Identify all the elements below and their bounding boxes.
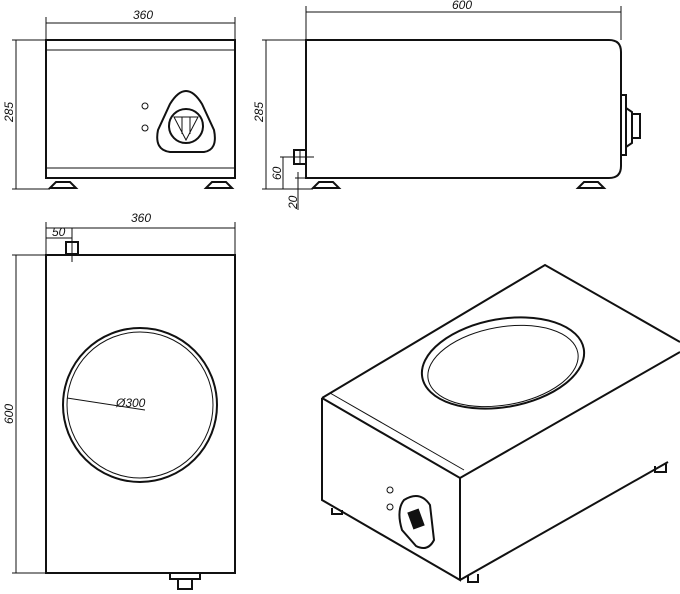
iso-front-face <box>321 398 461 582</box>
foot-icon <box>467 574 479 583</box>
front-width-dimension: 360 <box>133 8 153 22</box>
side-length-dimension: 600 <box>452 0 472 12</box>
side-height-dimension: 285 <box>252 102 266 123</box>
front-body <box>45 39 236 179</box>
foot-icon <box>575 181 607 189</box>
iso-top-front-edges <box>321 351 680 480</box>
side-body <box>305 39 622 179</box>
front-view: 360 285 <box>2 8 236 190</box>
heating-well-inner <box>66 331 214 479</box>
top-body <box>45 254 236 574</box>
connector-height-dimension: 60 <box>270 166 284 180</box>
iso-control-knob-icon <box>398 495 436 549</box>
foot-icon <box>47 181 79 189</box>
iso-heating-well <box>420 316 586 410</box>
iso-top-back-edges <box>321 263 680 399</box>
indicator-led <box>386 486 394 494</box>
foot-icon <box>654 464 667 473</box>
top-length-dimension: 600 <box>2 404 16 424</box>
foot-icon <box>203 181 235 189</box>
top-view: Ø300 360 50 600 <box>2 211 236 590</box>
foot-icon <box>331 508 343 515</box>
heating-well-outer <box>62 327 218 483</box>
side-view: 600 285 60 20 <box>252 0 641 210</box>
indicator-led <box>141 124 149 132</box>
control-knob-icon <box>156 89 216 153</box>
foot-icon <box>310 181 342 189</box>
iso-right-bottom-edge <box>459 461 669 581</box>
isometric-view <box>321 263 680 583</box>
foot-height-dimension: 20 <box>286 195 300 210</box>
top-width-dimension: 360 <box>131 211 151 225</box>
side-knob-icon <box>620 94 641 156</box>
indicator-led <box>141 102 149 110</box>
indicator-led <box>386 503 394 511</box>
front-height-dimension: 285 <box>2 102 16 123</box>
bottom-knob-icon <box>169 572 201 590</box>
connector-offset-dimension: 50 <box>52 225 66 239</box>
diameter-dimension: Ø300 <box>115 396 146 410</box>
